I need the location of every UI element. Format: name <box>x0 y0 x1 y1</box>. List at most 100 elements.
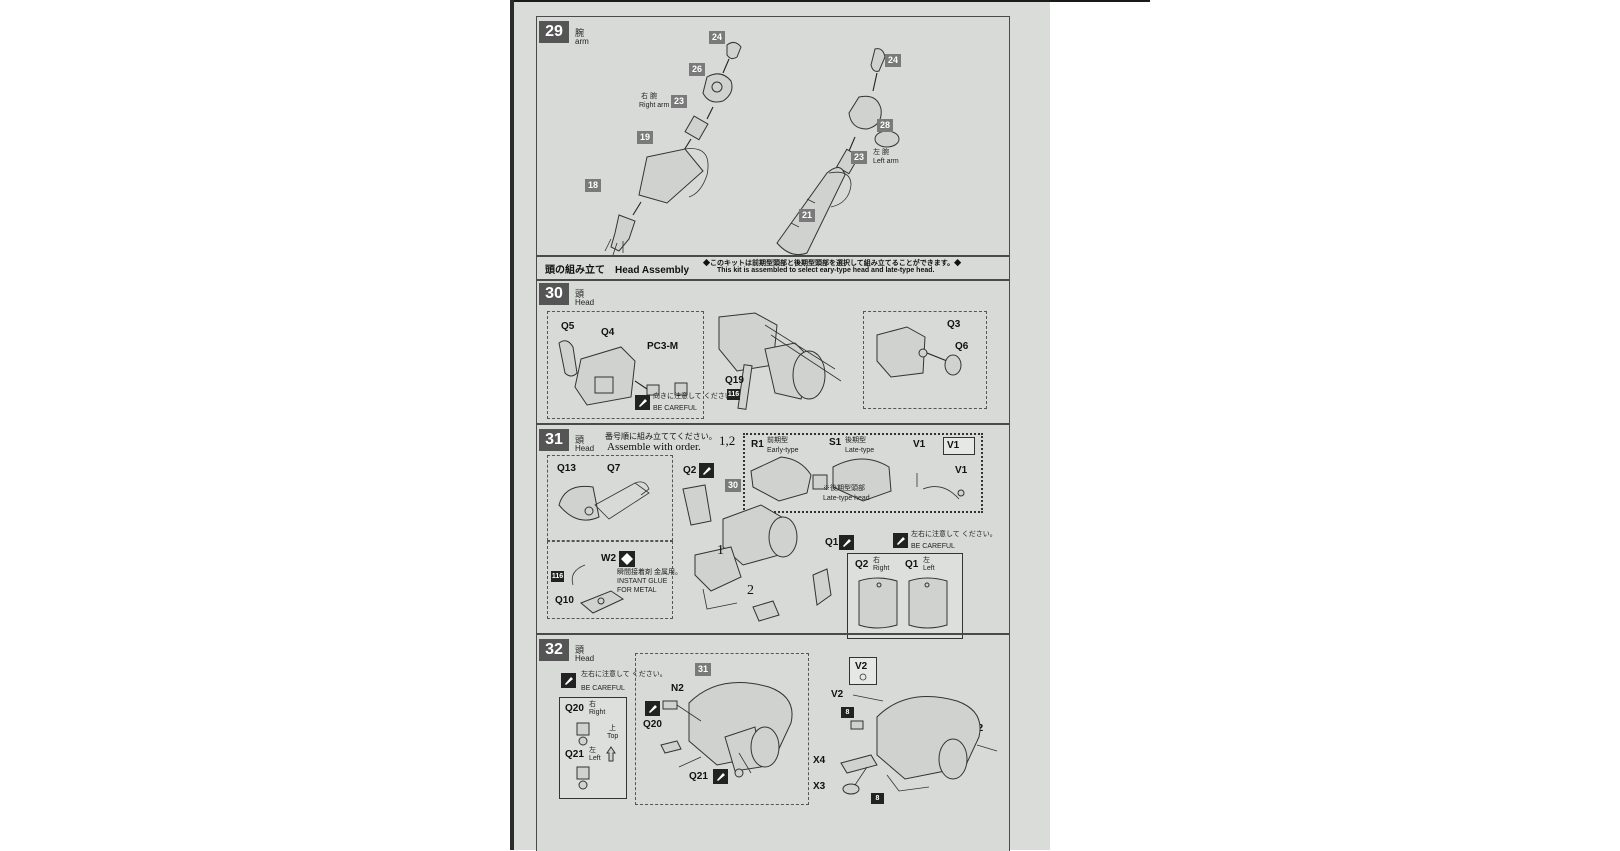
q2-q1-visor-illustration <box>858 577 948 629</box>
order-step-number: 1 <box>717 543 724 558</box>
part-label: PC3-M <box>647 341 679 352</box>
right-arm-label-ja: 右 腕 <box>641 93 657 100</box>
scan-left-edge <box>510 0 514 850</box>
part-label: W2 <box>601 553 616 564</box>
part-label: V1 <box>955 465 968 476</box>
paint-icon <box>699 463 714 478</box>
part-number: 26 <box>689 63 705 76</box>
step-31-section: 31 頭 Head 番号順に組み立ててください。 Assemble with o… <box>537 425 1009 639</box>
step-number: 30 <box>539 283 569 305</box>
part-number: 24 <box>709 31 725 44</box>
section-divider <box>537 255 1009 257</box>
part-label: Q20 <box>565 703 584 714</box>
careful-note-ja: 向きに注意して ください。 <box>653 393 739 400</box>
part-label: V1 <box>913 439 926 450</box>
head-assembly-31-illustration <box>682 484 832 622</box>
order-note-en: Assemble with order. <box>607 441 701 453</box>
part-label: Q21 <box>565 749 584 760</box>
part-label: Q10 <box>555 595 574 606</box>
early-type-ja: 前期型 <box>767 437 788 444</box>
part-label: R1 <box>751 439 764 450</box>
detail-box <box>863 311 987 409</box>
v2-callout: V2 <box>849 657 877 685</box>
subassembly-box <box>547 541 673 619</box>
left-en: Left <box>923 565 935 572</box>
part-label: Q19 <box>725 375 744 386</box>
part-number: 21 <box>799 209 815 222</box>
part-label: Q3 <box>947 319 961 330</box>
subassembly-box <box>547 311 704 419</box>
careful-note-en: BE CAREFUL <box>581 685 625 692</box>
scan-top-edge <box>510 0 1150 2</box>
careful-note-ja: 左右に注意して ください。 <box>911 531 997 538</box>
v1-callout: V1 <box>943 437 975 455</box>
part-number: 24 <box>885 54 901 67</box>
part-label: X3 <box>813 781 826 792</box>
paint-icon <box>635 395 650 410</box>
step-title-en: Head <box>575 654 595 663</box>
paint-number: 8 <box>871 793 884 804</box>
q13-q7-illustration <box>558 481 650 521</box>
late-type-en: Late-type <box>845 447 875 454</box>
left-ja: 左 <box>923 557 930 564</box>
detail-illustration <box>876 326 962 378</box>
step-30-section: 30 頭 Head Q5 Q4 PC3-M 向きに注意して ください。 BE C… <box>537 281 1009 421</box>
step-29-section: 29 腕 arm 24 26 右 腕 Right arm 23 19 18 <box>537 17 1009 257</box>
order-numbers: 1,2 <box>719 433 736 448</box>
w2-q10-illustration <box>571 564 625 614</box>
late-type-ja: 後期型 <box>845 437 866 444</box>
step-reference: 30 <box>725 479 741 492</box>
part-number: 23 <box>851 151 867 164</box>
step-title-en: Head <box>575 298 595 307</box>
careful-note-en: BE CAREFUL <box>653 405 697 412</box>
part-label: X4 <box>813 755 826 766</box>
glue-note-ja: 瞬間接着剤 金属用。 <box>617 569 682 576</box>
right-arm-illustration <box>604 41 742 256</box>
head-assembly-title: 頭の組み立て Head Assembly <box>545 265 690 276</box>
top-ja: 上 <box>609 725 616 732</box>
late-head-note-en: Late-type head <box>823 495 870 502</box>
subassembly-box <box>635 653 809 805</box>
paint-icon <box>561 673 576 688</box>
part-label: Q20 <box>643 719 662 730</box>
part-label: Q13 <box>557 463 576 474</box>
part-label: N2 <box>671 683 684 694</box>
section-divider <box>537 633 1009 635</box>
step-32-section: 32 頭 Head 左右に注意して ください。 BE CAREFUL Q20 右… <box>537 635 1009 851</box>
left-en: Left <box>589 755 601 762</box>
glue-note-en: FOR METAL <box>617 587 657 594</box>
order-step-number: 2 <box>747 583 754 598</box>
instruction-frame: 29 腕 arm 24 26 右 腕 Right arm 23 19 18 <box>536 16 1010 851</box>
part-label: Q2 <box>683 465 697 476</box>
paint-icon <box>713 769 728 784</box>
late-head-note-ja: ※後期型頭部 <box>823 485 865 492</box>
part-label: Q1 <box>825 537 839 548</box>
paint-number: 8 <box>841 707 854 718</box>
paint-icon <box>839 535 854 550</box>
head-assembly-note-en: This kit is assembled to select eary-typ… <box>717 267 935 274</box>
careful-note-ja: 左右に注意して ください。 <box>581 671 667 678</box>
step-title-en: arm <box>575 37 589 46</box>
step-reference: 31 <box>695 663 711 676</box>
paint-number: 116 <box>727 389 740 400</box>
step-title-ja: 頭 <box>575 435 585 445</box>
q20-q21-detail-box <box>559 697 627 799</box>
part-label: Q7 <box>607 463 621 474</box>
q20-q21-illustration <box>576 722 616 790</box>
head-main-illustration <box>718 312 842 410</box>
early-type-en: Early-type <box>767 447 799 454</box>
subassembly-box <box>547 455 673 541</box>
head-assembly-32-illustration <box>660 682 793 778</box>
step-title-ja: 頭 <box>575 289 585 299</box>
finished-head-illustration <box>840 694 998 795</box>
part-label: Q1 <box>905 559 919 570</box>
part-label: S1 <box>829 437 842 448</box>
step-title-en: Head <box>575 444 595 453</box>
step-title-ja: 腕 <box>575 28 585 38</box>
head-cover-options-illustration <box>750 456 965 502</box>
paint-icon <box>645 701 660 716</box>
part-number: 23 <box>671 95 687 108</box>
head-subassembly-illustration <box>558 340 688 406</box>
head-assembly-note-ja: ◆このキットは前期型頭部と後期型頭部を選択して組み立てることができます。◆ <box>703 260 962 267</box>
section-divider <box>537 423 1009 425</box>
